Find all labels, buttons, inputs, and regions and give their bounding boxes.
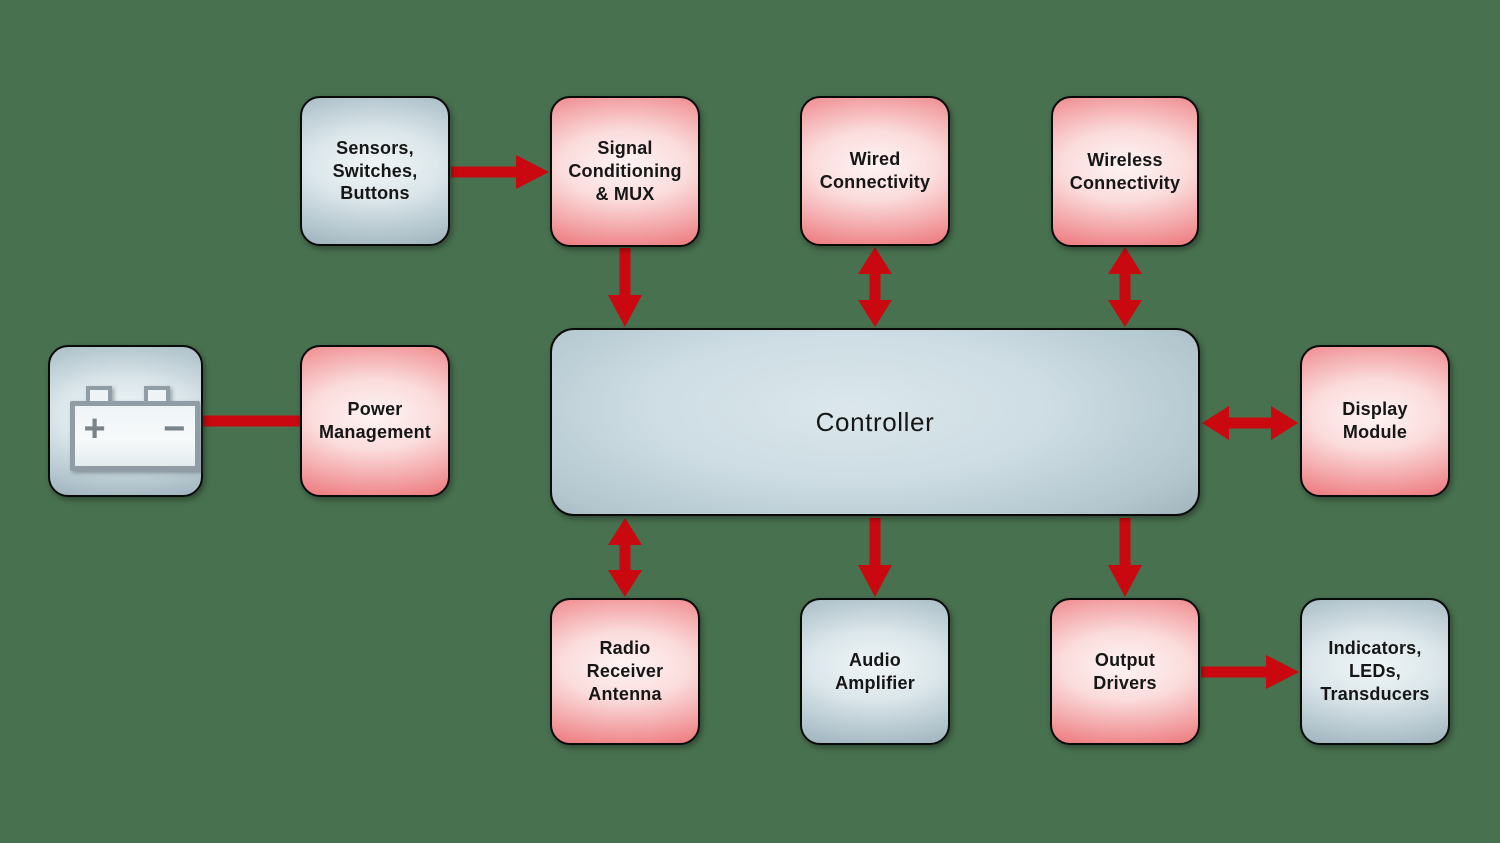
node-signal-conditioning-mux: Signal Conditioning & MUX (550, 96, 700, 247)
battery-minus-sign: − (163, 408, 186, 450)
arrow-controller-display-module-bidirectional (1202, 406, 1298, 440)
node-audio-amplifier: Audio Amplifier (800, 598, 950, 745)
node-wireless-connectivity: Wireless Connectivity (1051, 96, 1199, 247)
node-controller: Controller (550, 328, 1200, 516)
arrow-wireless-connectivity-controller-bidirectional (1108, 247, 1142, 327)
node-display-module: Display Module (1300, 345, 1450, 497)
arrow-controller-radio-receiver-bidirectional (608, 518, 642, 597)
battery-plus-sign: + (83, 408, 106, 450)
node-power-management: Power Management (300, 345, 450, 497)
node-radio-receiver-antenna: Radio Receiver Antenna (550, 598, 700, 745)
battery-body: + − (69, 401, 200, 471)
arrow-controller-to-audio-amplifier (858, 518, 892, 597)
node-label: Radio Receiver Antenna (586, 638, 664, 704)
node-label: Power Management (318, 399, 432, 442)
node-label: Output Drivers (1093, 649, 1157, 693)
node-battery: + − (48, 345, 203, 497)
node-wired-connectivity: Wired Connectivity (800, 96, 950, 246)
node-label: Indicators, LEDs, Transducers (1320, 638, 1430, 704)
node-label: Wireless Connectivity (1069, 149, 1181, 193)
arrow-signal-conditioning-to-controller (608, 248, 642, 327)
node-label: Audio Amplifier (835, 649, 915, 693)
node-label: Controller (815, 406, 935, 437)
node-label: Display Module (1342, 399, 1408, 442)
battery-icon: + − (69, 379, 200, 471)
node-sensors-switches-buttons: Sensors, Switches, Buttons (300, 96, 450, 246)
node-label: Wired Connectivity (819, 149, 931, 192)
node-output-drivers: Output Drivers (1050, 598, 1200, 745)
arrow-sensors-to-signal-conditioning (451, 155, 549, 189)
arrow-wired-connectivity-controller-bidirectional (858, 247, 892, 327)
node-label: Sensors, Switches, Buttons (332, 137, 418, 204)
arrow-output-drivers-to-indicators (1201, 655, 1299, 689)
arrow-controller-to-output-drivers (1108, 518, 1142, 597)
node-label: Signal Conditioning & MUX (568, 138, 682, 204)
node-indicators-leds-transducers: Indicators, LEDs, Transducers (1300, 598, 1450, 745)
